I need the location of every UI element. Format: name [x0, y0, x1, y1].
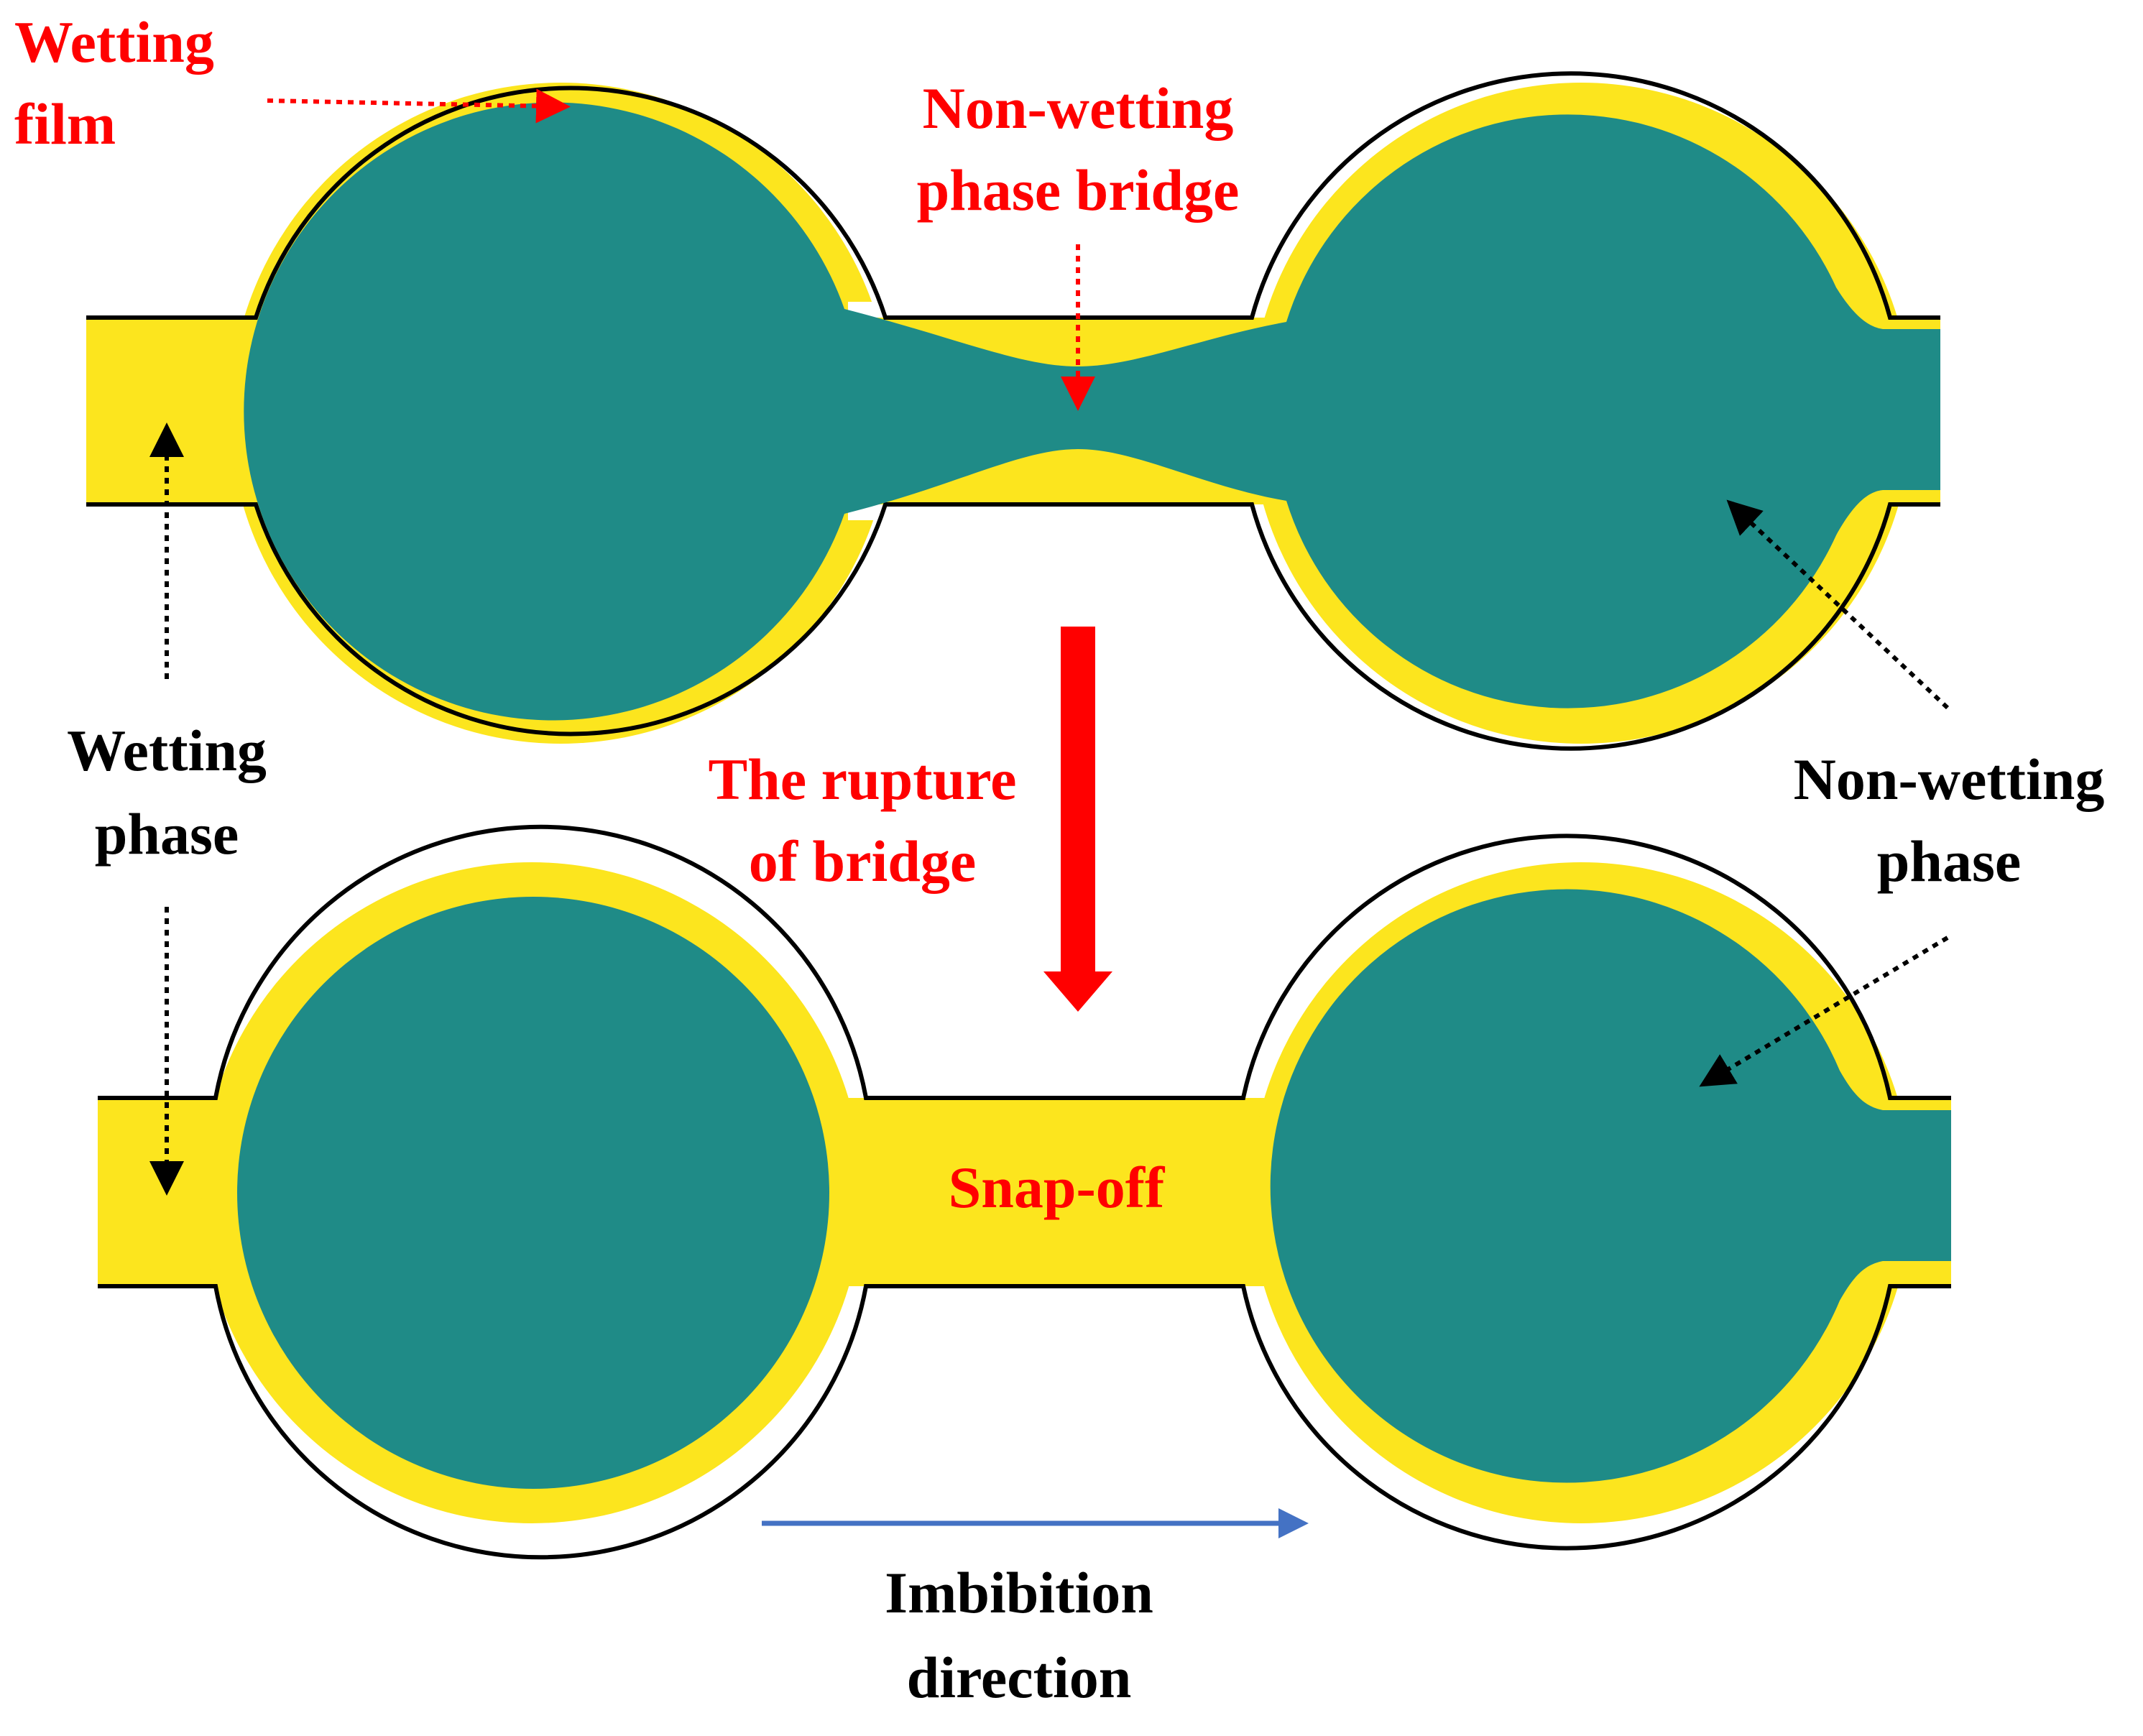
nonwetting-phase-label-line2: phase: [1877, 828, 2022, 894]
snap-off-label: Snap-off: [949, 1155, 1166, 1220]
bottom-pore-walls: [98, 824, 1951, 1560]
nonwetting-phase-label-line1: Non-wetting: [1794, 747, 2105, 812]
down-arrow-icon: [1043, 627, 1112, 1012]
nonwetting-phase-arrow-upper: [1726, 499, 1950, 710]
top-pore-network: [86, 71, 1941, 751]
top-nonwetting-phase: [244, 102, 1941, 721]
nonwetting-bridge-label-line1: Non-wetting: [923, 75, 1234, 141]
rupture-label-line1: The rupture: [708, 747, 1016, 812]
wetting-film-label-line1: Wetting: [14, 9, 214, 75]
top-pore-walls: [86, 71, 1940, 751]
bottom-pore-network: [98, 824, 1951, 1560]
bottom-left-nonwetting-globule: [237, 897, 829, 1489]
wetting-phase-label-line2: phase: [95, 801, 239, 867]
wetting-phase-label-line1: Wetting: [67, 718, 267, 783]
wetting-film-arrow: [267, 88, 571, 124]
wetting-film-label-line2: film: [14, 91, 116, 157]
bottom-right-nonwetting-phase: [1270, 889, 1951, 1483]
nonwetting-bridge-label-line2: phase bridge: [917, 157, 1240, 223]
bottom-throat-walls-bg: [866, 1081, 1243, 1303]
imbibition-label-line1: Imbibition: [885, 1560, 1153, 1625]
top-throat-walls-bg: [848, 302, 1250, 520]
imbibition-label-line2: direction: [907, 1645, 1132, 1710]
rupture-label-line2: of bridge: [749, 828, 977, 894]
